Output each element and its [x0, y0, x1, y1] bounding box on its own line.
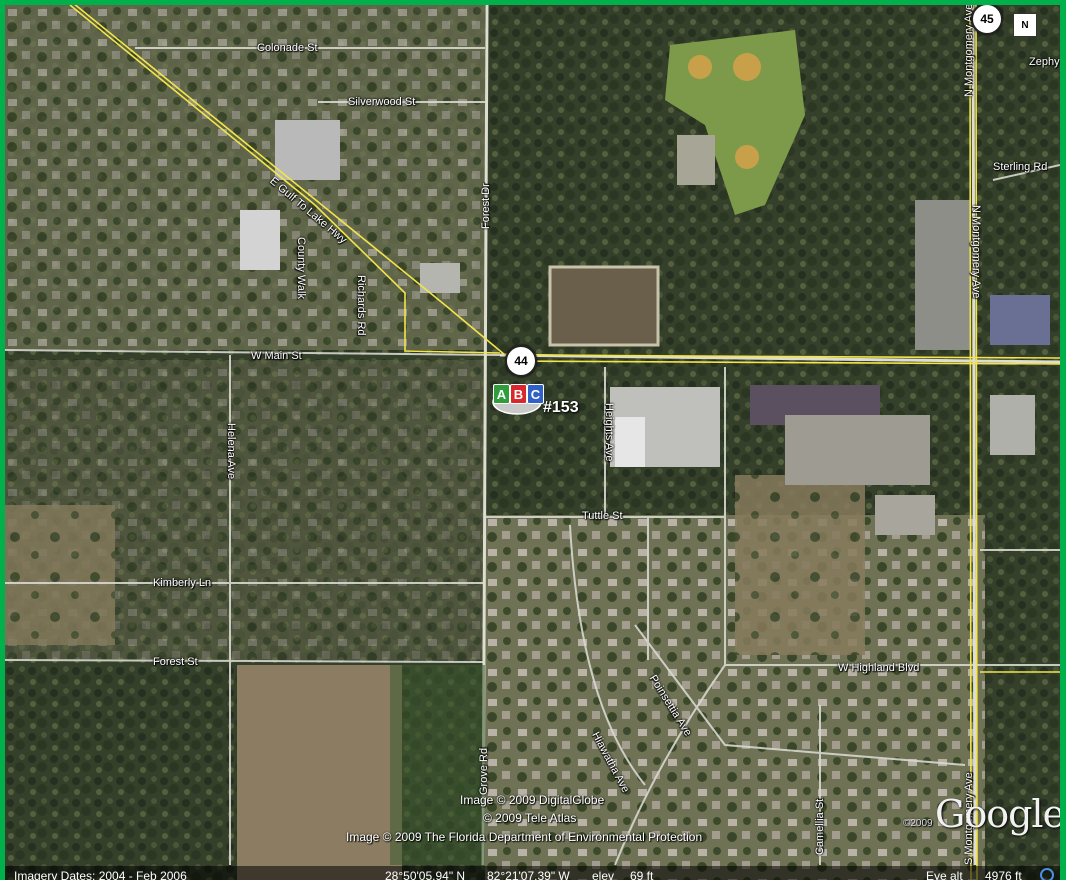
- eye-altitude-value: 4976 ft: [985, 869, 1022, 880]
- credit-fdep: Image © 2009 The Florida Department of E…: [346, 830, 703, 844]
- route-45-shield[interactable]: 45: [971, 5, 1003, 35]
- road-label-w-highland-blvd: W Highland Blvd: [838, 662, 920, 674]
- road-label-forest-dr: Forest Dr: [480, 183, 492, 229]
- road-label-county-walk: County Walk: [295, 237, 307, 299]
- road-label-n-montgomery-ave: N Montgomery Ave: [970, 205, 982, 299]
- north-compass-icon[interactable]: N: [1013, 13, 1037, 37]
- road-label-forest-st: Forest St: [153, 656, 198, 668]
- placemark-id-label[interactable]: #153: [543, 399, 579, 416]
- marker-letter-a: A: [493, 384, 510, 404]
- latitude-readout: 28°50'05.94" N: [385, 869, 466, 880]
- road-label-richards-rd: Richards Rd: [355, 275, 367, 336]
- credit-tele-atlas: © 2009 Tele Atlas: [483, 811, 577, 825]
- road-label-helena-ave: Helena Ave: [225, 423, 237, 480]
- road-label-colonade-st: Colonade St: [257, 42, 318, 54]
- map-imagery: [5, 5, 1060, 880]
- elevation-value: 69 ft: [630, 869, 654, 880]
- abc-placemark-marker[interactable]: A B C: [491, 380, 547, 416]
- credit-year: ©2009: [903, 818, 933, 829]
- satellite-map[interactable]: Colonade St Silverwood St E Gulf To Lake…: [5, 5, 1060, 880]
- road-label-w-main-st: W Main St: [251, 350, 302, 362]
- road-label-sterling-rd: Sterling Rd: [993, 161, 1048, 173]
- road-label-zephyr: Zephy: [1029, 56, 1060, 68]
- road-label-kimberly-ln: Kimberly Ln: [153, 577, 212, 589]
- route-44-shield[interactable]: 44: [505, 345, 537, 377]
- elevation-label: elev: [592, 869, 615, 880]
- marker-letter-c: C: [527, 384, 544, 404]
- road-label-camellia-st: Camellia St: [814, 798, 826, 855]
- road-label-grove-rd: Grove Rd: [478, 747, 490, 795]
- road-label-silverwood-st: Silverwood St: [348, 96, 416, 108]
- imagery-dates: Imagery Dates: 2004 - Feb 2006: [14, 869, 187, 880]
- google-logo: Google: [935, 792, 1060, 836]
- eye-altitude-label: Eye alt: [926, 869, 963, 880]
- marker-letter-b: B: [510, 384, 527, 404]
- credit-digitalglobe: Image © 2009 DigitalGlobe: [460, 793, 605, 807]
- road-label-tuttle-st: Tuttle St: [582, 510, 623, 522]
- status-bar: Imagery Dates: 2004 - Feb 2006 28°50'05.…: [5, 866, 1060, 880]
- longitude-readout: 82°21'07.39" W: [487, 869, 570, 880]
- road-label-heights-ave: Heights Ave: [603, 403, 615, 462]
- streaming-status-icon: [1040, 868, 1054, 880]
